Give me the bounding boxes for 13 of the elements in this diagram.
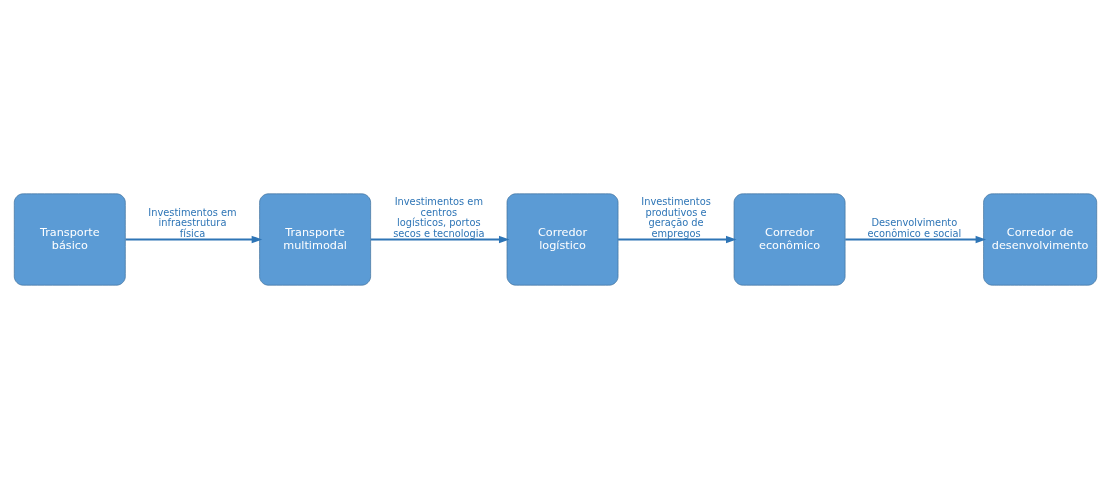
arrow <box>124 235 263 244</box>
arrow <box>617 235 737 244</box>
edge-label: Desenvolvimento econômico e social <box>867 217 962 239</box>
node-box: Transporte básico <box>13 193 126 286</box>
node-box: Transporte multimodal <box>259 193 371 286</box>
edge-label: Investimentos produtivos e geração de empregos <box>641 196 711 239</box>
arrow <box>844 235 987 244</box>
node-box: Corredor logístico <box>506 193 619 286</box>
arrow <box>369 235 510 244</box>
edge-label: Investimentos em infraestrutura física <box>148 206 237 239</box>
node-box: Corredor de desenvolvimento <box>983 193 1098 286</box>
node-box: Corredor econômico <box>733 193 846 286</box>
edge-label: Investimentos em centros logísticos, portos secos e tecnologia <box>393 196 485 239</box>
